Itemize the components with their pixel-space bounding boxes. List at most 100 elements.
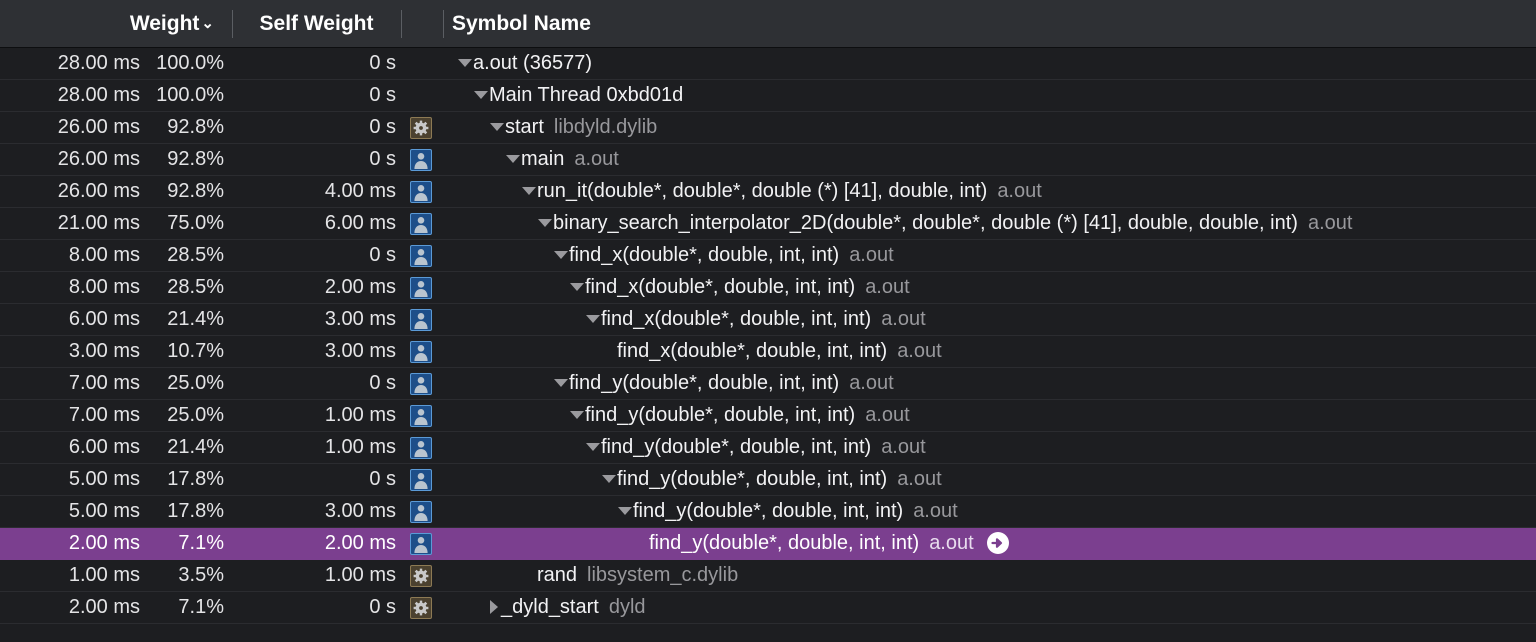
cell-self-weight: 0 s <box>369 468 396 490</box>
disclosure-triangle-expanded-icon[interactable] <box>586 442 600 451</box>
cell-weight-percent: 25.0% <box>167 372 224 394</box>
disclosure-triangle-expanded-icon[interactable] <box>538 218 552 227</box>
module-name-text: a.out <box>849 372 894 394</box>
module-name-text: a.out <box>574 148 619 170</box>
cell-weight-time: 26.00 ms <box>57 116 140 138</box>
disclosure-triangle-expanded-icon[interactable] <box>490 122 504 131</box>
user-code-icon <box>410 501 432 523</box>
cell-weight-percent: 92.8% <box>167 116 224 138</box>
module-name-text: a.out <box>897 340 942 362</box>
cell-symbol-name: find_x(double*, double, int, int) a.out <box>450 240 1536 271</box>
module-name-text: libdyld.dylib <box>553 116 658 138</box>
symbol-name-text: _dyld_start <box>501 596 599 618</box>
module-name-text: a.out <box>1307 212 1353 234</box>
disclosure-triangle-collapsed-icon[interactable] <box>490 599 498 614</box>
table-row[interactable]: 5.00 ms 17.8% 3.00 ms find_y(double*, doubl… <box>0 496 1536 528</box>
disclosure-triangle-expanded-icon[interactable] <box>586 314 600 323</box>
disclosure-triangle-expanded-icon[interactable] <box>522 186 536 195</box>
cell-symbol-name: find_y(double*, double, int, int)a.out <box>450 368 1536 399</box>
symbol-name-text: find_y(double*, double, int, int) <box>649 532 920 554</box>
cell-weight-percent: 7.1% <box>178 532 224 554</box>
disclosure-triangle-expanded-icon[interactable] <box>554 378 568 387</box>
symbol-name-text: find_x(double*, double, int, int) <box>569 244 840 266</box>
cell-weight-percent: 21.4% <box>167 436 224 458</box>
cell-symbol-name: find_y(double*, double, int, int)a.out <box>450 464 1536 495</box>
cell-weight-percent: 7.1% <box>178 596 224 618</box>
symbol-name-text: run_it(double*, double*, double (*) [41]… <box>537 180 988 202</box>
disclosure-triangle-expanded-icon[interactable] <box>506 154 520 163</box>
disclosure-triangle-expanded-icon[interactable] <box>602 474 616 483</box>
cell-symbol-name: find_x(double*, double, int, int)a.out <box>450 272 1536 303</box>
focus-detail-arrow-icon[interactable] <box>986 531 1010 555</box>
module-name-text: a.out <box>929 532 974 554</box>
module-name-text: a.out <box>849 244 894 266</box>
user-code-icon <box>410 437 432 459</box>
disclosure-triangle-expanded-icon[interactable] <box>618 506 632 515</box>
header-divider-2 <box>401 10 402 38</box>
disclosure-triangle-expanded-icon[interactable] <box>570 410 584 419</box>
cell-self-weight: 2.00 ms <box>324 276 396 298</box>
header-divider-1 <box>232 10 233 38</box>
cell-weight-time: 26.00 ms <box>57 180 140 202</box>
cell-weight-time: 6.00 ms <box>68 308 140 330</box>
cell-weight-percent: 92.8% <box>167 180 224 202</box>
cell-self-weight: 1.00 ms <box>324 564 396 586</box>
symbol-name-text: main <box>521 148 565 170</box>
gear-icon <box>410 117 432 139</box>
cell-symbol-name: find_y(double*, double, int, int) a.out <box>450 496 1536 527</box>
user-code-icon <box>410 533 432 555</box>
cell-weight-time: 26.00 ms <box>57 148 140 170</box>
cell-self-weight: 3.00 ms <box>324 500 396 522</box>
cell-self-weight: 1.00 ms <box>324 436 396 458</box>
column-header-weight[interactable]: Weight⌄ <box>0 0 232 47</box>
cell-weight-percent: 17.8% <box>167 500 224 522</box>
cell-weight-time: 8.00 ms <box>68 276 140 298</box>
cell-symbol-name: run_it(double*, double*, double (*) [41]… <box>450 176 1536 207</box>
cell-self-weight: 2.00 ms <box>324 532 396 554</box>
cell-weight-time: 5.00 ms <box>68 500 140 522</box>
column-header-symbol-name[interactable]: Symbol Name <box>452 12 591 35</box>
disclosure-triangle-expanded-icon[interactable] <box>570 282 584 291</box>
cell-self-weight: 0 s <box>369 116 396 138</box>
module-name-text: a.out <box>881 308 926 330</box>
module-name-text: a.out <box>913 500 958 522</box>
column-header-self-weight[interactable]: Self Weight <box>259 12 374 35</box>
user-code-icon <box>410 245 432 267</box>
cell-weight-time: 8.00 ms <box>68 244 140 266</box>
symbol-name-text: find_y(double*, double, int, int) <box>585 404 856 426</box>
cell-symbol-name: binary_search_interpolator_2D(double*, d… <box>450 208 1536 239</box>
cell-weight-percent: 100.0% <box>156 84 224 106</box>
disclosure-triangle-placeholder <box>602 350 616 351</box>
gear-icon <box>410 597 432 619</box>
disclosure-triangle-expanded-icon[interactable] <box>474 90 488 99</box>
cell-self-weight: 0 s <box>369 148 396 170</box>
disclosure-triangle-expanded-icon[interactable] <box>554 250 568 259</box>
cell-weight-percent: 75.0% <box>167 212 224 234</box>
symbol-name-text: find_x(double*, double, int, int) <box>585 276 856 298</box>
symbol-name-text: find_y(double*, double, int, int) <box>633 500 904 522</box>
cell-weight-percent: 25.0% <box>167 404 224 426</box>
table-header: Weight⌄ Self Weight Symbol Name <box>0 0 1536 48</box>
cell-symbol-name: find_y(double*, double, int, int)a.out <box>450 400 1536 431</box>
disclosure-triangle-expanded-icon[interactable] <box>458 58 472 67</box>
